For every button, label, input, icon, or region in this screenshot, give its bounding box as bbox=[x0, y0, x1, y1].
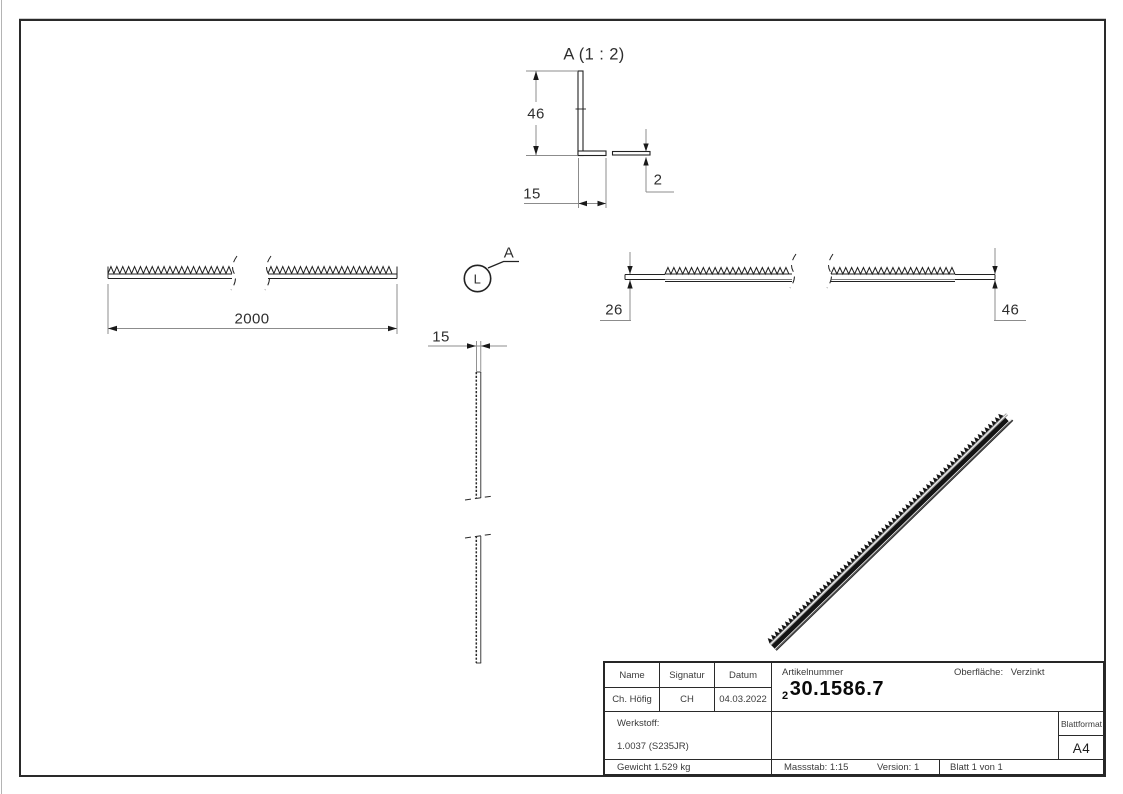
header-name: Name bbox=[605, 663, 660, 688]
material-label: Werkstoff: bbox=[617, 718, 660, 729]
value-name: Ch. Höfig bbox=[605, 688, 660, 712]
detail-view-a-dimensions bbox=[524, 70, 674, 208]
side-view-arrowheads bbox=[108, 325, 397, 332]
callout-ref-label: A bbox=[503, 244, 515, 262]
profile-flange-strip bbox=[611, 150, 651, 156]
article-number-main: 30.1586.7 bbox=[789, 678, 885, 700]
title-block: Name Signatur Datum Ch. Höfig CH 04.03.2… bbox=[603, 661, 1105, 776]
article-number: 230.1586.7 bbox=[782, 678, 885, 702]
page-left-edge bbox=[1, 0, 2, 794]
sheet-value: Blatt 1 von 1 bbox=[950, 762, 1003, 773]
article-label: Artikelnummer bbox=[782, 667, 844, 678]
front-view-arrowheads bbox=[467, 343, 490, 349]
scale-value: Massstab: 1:15 bbox=[784, 762, 849, 773]
front-view-geometry bbox=[464, 341, 494, 664]
callout-circle bbox=[463, 264, 492, 293]
value-date: 04.03.2022 bbox=[715, 688, 772, 712]
format-label: Blattformat bbox=[1059, 712, 1104, 736]
top-view-geometry bbox=[624, 253, 996, 289]
break-line bbox=[826, 253, 834, 289]
surface-field: Oberfläche: Verzinkt bbox=[954, 667, 1045, 678]
dim-length-2000: 2000 bbox=[234, 310, 270, 328]
dim-height-46: 46 bbox=[525, 105, 547, 122]
sheet-cell: Blatt 1 von 1 bbox=[940, 760, 1103, 774]
dim-width-15: 15 bbox=[523, 185, 541, 203]
break-line bbox=[789, 253, 797, 289]
isometric-view bbox=[767, 413, 1014, 651]
article-number-prefix: 2 bbox=[782, 690, 789, 702]
drawing-border-frame bbox=[19, 19, 1106, 777]
version-value: Version: 1 bbox=[877, 762, 920, 773]
profile-vertical-leg bbox=[577, 70, 584, 157]
article-cell: Artikelnummer 230.1586.7 Oberfläche: Ver… bbox=[772, 663, 1103, 712]
weight-cell: Gewicht 1.529 kg bbox=[605, 760, 772, 774]
side-view-geometry bbox=[107, 255, 398, 291]
material-cell: Werkstoff: 1.0037 (S235JR) bbox=[605, 712, 772, 760]
format-value: A4 bbox=[1072, 740, 1091, 756]
dim-top-26: 26 bbox=[605, 301, 623, 319]
detail-view-a-arrowheads bbox=[533, 71, 649, 207]
material-value: 1.0037 (S235JR) bbox=[617, 741, 689, 752]
top-view-arrowheads bbox=[627, 266, 998, 289]
detail-view-a-geometry bbox=[575, 70, 651, 157]
dim-front-width-15: 15 bbox=[432, 328, 450, 345]
side-view-dimensions bbox=[107, 284, 398, 334]
detail-view-title: A (1 : 2) bbox=[563, 45, 625, 64]
detail-callout bbox=[463, 260, 519, 293]
drawing-area-cell bbox=[772, 712, 1103, 760]
break-line bbox=[264, 255, 272, 291]
header-date: Datum bbox=[715, 663, 772, 688]
break-line bbox=[230, 255, 238, 291]
dim-thickness-2: 2 bbox=[653, 171, 663, 189]
scale-version-cell: Massstab: 1:15 Version: 1 bbox=[772, 760, 940, 774]
dim-top-46: 46 bbox=[1001, 301, 1020, 319]
surface-value: Verzinkt bbox=[1010, 667, 1045, 678]
surface-label: Oberfläche: bbox=[954, 667, 1004, 678]
callout-letter: L bbox=[473, 271, 482, 286]
header-signature: Signatur bbox=[660, 663, 715, 688]
value-signature: CH bbox=[660, 688, 715, 712]
profile-horizontal-leg bbox=[577, 150, 607, 157]
top-view-dimensions bbox=[600, 248, 1026, 321]
callout-leader bbox=[487, 260, 519, 269]
format-cell: Blattformat A4 bbox=[1058, 712, 1104, 760]
